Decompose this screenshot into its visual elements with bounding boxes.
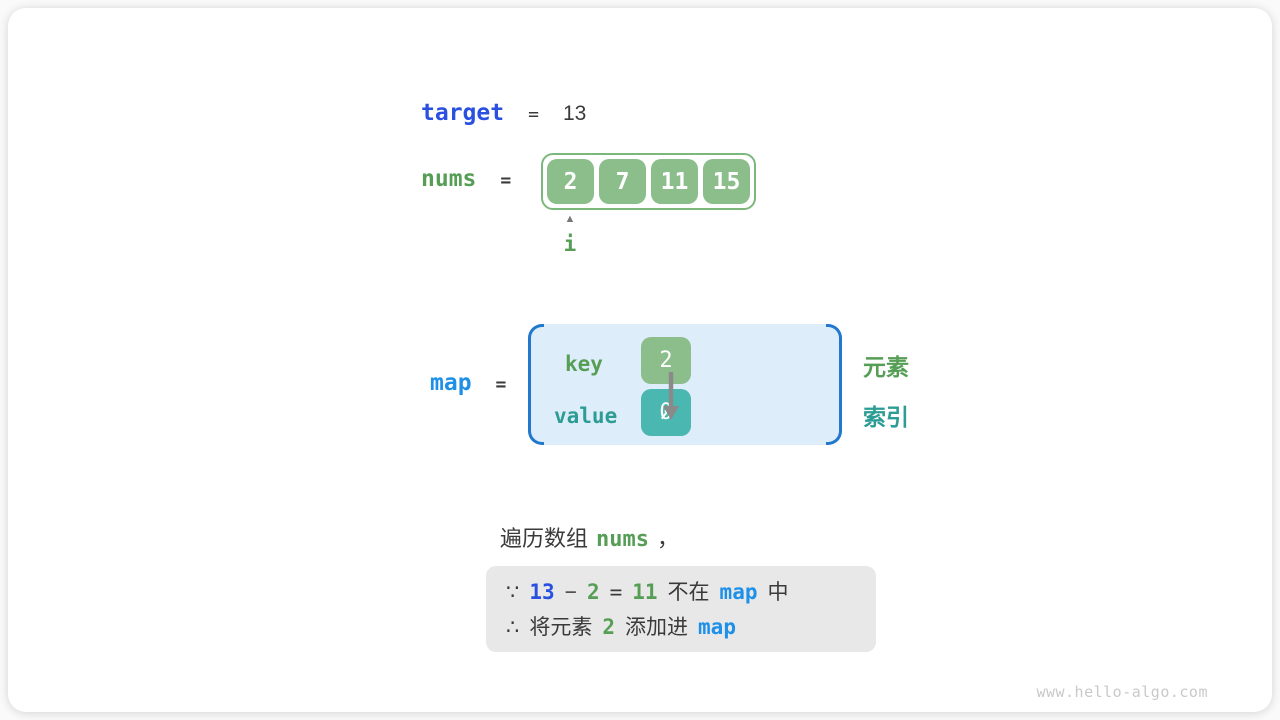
map-label: map [430,370,472,396]
nums-array: 2 7 11 15 [541,153,756,210]
index-side-label: 索引 [863,404,909,430]
target-label: target [421,100,505,126]
diagram-card: target = 13 nums = 2 7 11 15 ▲ i map = k… [8,8,1272,712]
key-to-value-arrow-icon [663,372,679,420]
map-container: key 2 value 0 [528,324,842,445]
note-map-code: map [719,580,758,604]
map-key-cell: 2 [641,337,691,384]
note-11: 11 [632,580,658,604]
array-cell: 2 [547,159,594,204]
note-add-prefix: 将元素 [529,616,593,639]
note-line-2: ∴ 将元素 2 添加进 map [506,610,876,645]
nums-label: nums [421,166,477,192]
element-side-label: 元素 [863,354,909,380]
note-zhong-text: 中 [767,581,789,604]
note-add-suffix: 添加进 [625,616,689,639]
caption-line: 遍历数组 nums ， [500,521,679,553]
pointer-i-label: i [563,232,577,256]
target-equals: = [528,104,539,125]
note-box: ∵ 13 − 2 = 11 不在 map 中 ∴ 将元素 2 添加进 map [486,566,876,652]
caption-code-nums: nums [596,527,649,552]
map-value-label: value [554,404,618,428]
nums-equals: = [500,170,512,191]
array-cell: 15 [703,159,750,204]
map-key-value: 2 [659,348,673,373]
target-row: target = 13 [421,100,586,126]
note-line-1: ∵ 13 − 2 = 11 不在 map 中 [506,575,876,610]
nums-row: nums = [421,166,511,192]
note-map-code-2: map [698,615,736,639]
array-cell: 11 [651,159,698,204]
therefore-symbol: ∴ [506,616,520,639]
right-bracket-icon [826,324,842,445]
note-element-2: 2 [602,615,616,639]
map-equals: = [495,374,507,395]
note-not-in-text: 不在 [667,581,710,604]
target-value: 13 [562,102,587,125]
minus-sign: − [564,581,577,604]
caption-suffix: ， [657,526,680,551]
because-symbol: ∵ [506,581,520,604]
map-key-label: key [565,352,603,376]
left-bracket-icon [528,324,544,445]
array-cell: 7 [599,159,646,204]
caption-prefix: 遍历数组 [500,526,589,551]
equals-sign: = [609,580,623,604]
note-2: 2 [586,580,600,604]
map-row: map = [430,370,506,396]
note-13: 13 [529,580,555,604]
watermark: www.hello-algo.com [1036,683,1208,701]
pointer-caret-icon: ▲ [564,213,576,225]
